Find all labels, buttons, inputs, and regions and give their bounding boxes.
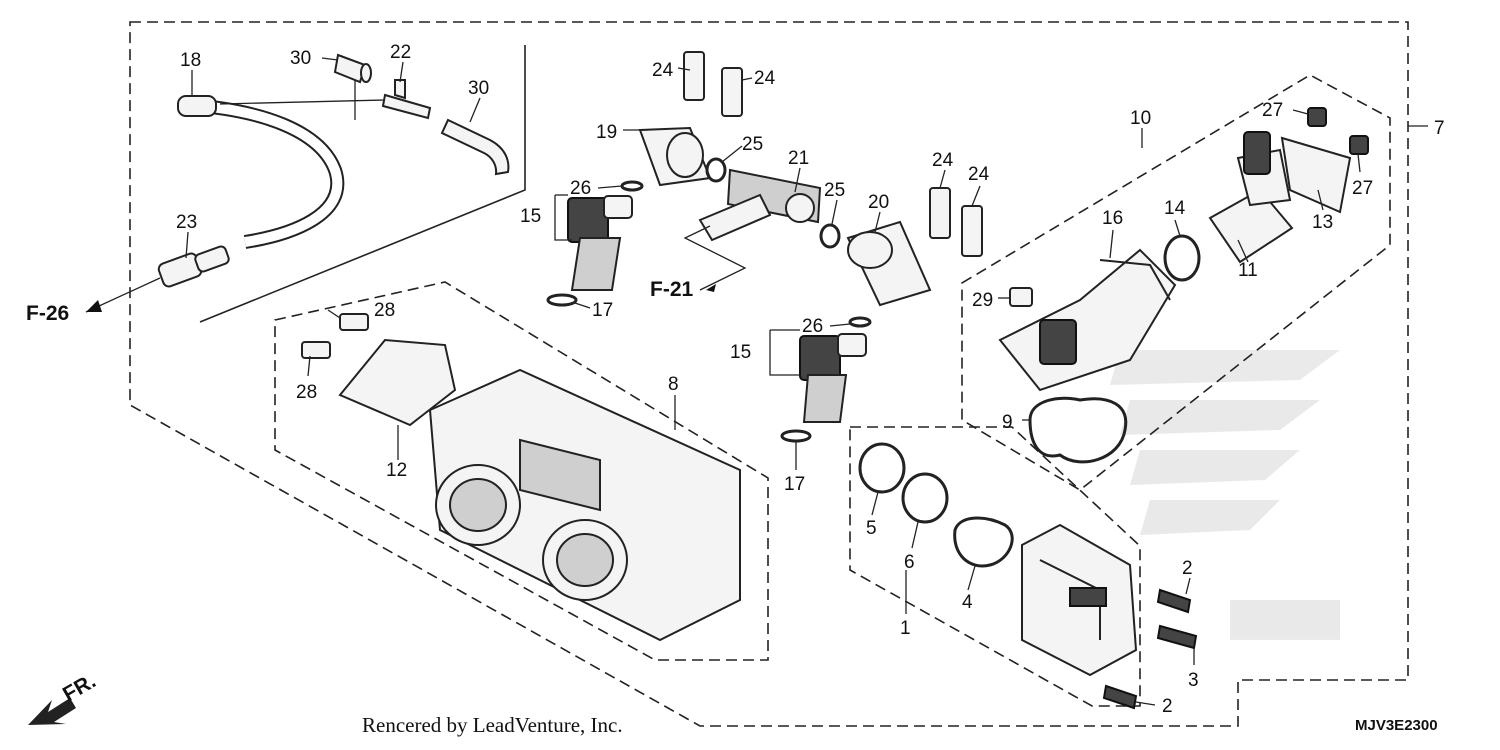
- callout-2-lower: 2: [1162, 696, 1173, 717]
- ref-f26-label: F-26: [26, 302, 69, 325]
- hose-30-upper: [333, 53, 372, 84]
- breather-hose-18: [177, 95, 345, 249]
- front-direction-arrow-icon: FR.: [28, 669, 100, 725]
- callout-26-a: 26: [570, 178, 591, 199]
- gasket-9: [1028, 396, 1128, 464]
- three-way-joint-22: [381, 79, 432, 120]
- callout-26-b: 26: [802, 316, 823, 337]
- callout-17-b: 17: [784, 474, 805, 495]
- callout-7: 7: [1434, 118, 1445, 139]
- callout-24-c: 24: [932, 150, 954, 171]
- callout-numbers: 18 30 22 30 23 24 24 19 25 21 25 20 26 1…: [176, 42, 1445, 717]
- throttle-body-8: [428, 368, 741, 642]
- callout-12: 12: [386, 460, 407, 481]
- bolts-28: [301, 313, 369, 359]
- callout-5: 5: [866, 518, 877, 539]
- callout-24-b: 24: [754, 68, 776, 89]
- control-unit-group-boundary: [849, 426, 1141, 707]
- breather-group-line: [199, 45, 526, 323]
- callout-8: 8: [668, 374, 679, 395]
- callout-30-right: 30: [468, 78, 489, 99]
- callout-25-a: 25: [742, 134, 763, 155]
- injector-15-lower: [799, 333, 867, 423]
- callout-10: 10: [1130, 108, 1151, 129]
- o-rings-25: [705, 157, 841, 249]
- callout-21: 21: [788, 148, 809, 169]
- callout-28-b: 28: [296, 382, 317, 403]
- hose-joint-23: [157, 245, 230, 288]
- diagram-code: MJV3E2300: [1355, 717, 1438, 734]
- seals-26-17: [546, 180, 872, 443]
- callout-27-b: 27: [1352, 178, 1373, 199]
- o-ring-14: [1163, 234, 1201, 282]
- callout-28-a: 28: [374, 300, 395, 321]
- callout-30-upper: 30: [290, 48, 311, 69]
- callout-6: 6: [904, 552, 915, 573]
- ref-f21-label: F-21: [650, 278, 694, 301]
- callout-20: 20: [868, 192, 889, 213]
- callout-15-b: 15: [730, 342, 751, 363]
- seals-4-5-6: [858, 442, 1014, 568]
- callout-23: 23: [176, 212, 197, 233]
- callout-3: 3: [1188, 670, 1199, 691]
- control-unit-1: [1021, 523, 1138, 677]
- callout-29: 29: [972, 290, 993, 311]
- callout-15-a: 15: [520, 206, 541, 227]
- hose-30-right: [440, 118, 510, 176]
- callout-24-a: 24: [652, 60, 674, 81]
- credit-text: Rencered by LeadVenture, Inc.: [362, 713, 623, 737]
- leader-lines: [185, 57, 1428, 706]
- callout-13: 13: [1312, 212, 1333, 233]
- joint-19: [638, 126, 712, 187]
- callout-18: 18: [180, 50, 201, 71]
- callout-19: 19: [596, 122, 617, 143]
- plate-13: [1280, 136, 1352, 214]
- callout-1: 1: [900, 618, 911, 639]
- joint-20: [846, 220, 932, 307]
- outer-assembly-boundary: [129, 21, 1409, 727]
- callout-11: 11: [1238, 260, 1258, 281]
- screws-27-29: [1009, 107, 1369, 307]
- sensor-11: [1208, 131, 1294, 264]
- reference-f26: F-26: [26, 277, 161, 325]
- callout-16: 16: [1102, 208, 1123, 229]
- honda-wing-watermark: [1110, 350, 1340, 640]
- callout-27-a: 27: [1262, 100, 1283, 121]
- screws-2-3: [1102, 588, 1198, 710]
- callout-22: 22: [390, 42, 411, 63]
- callout-4: 4: [962, 592, 973, 613]
- callout-25-b: 25: [824, 180, 845, 201]
- reference-f21: F-21: [650, 278, 716, 301]
- injector-15-upper: [567, 195, 633, 291]
- front-label: FR.: [59, 669, 100, 706]
- sensor-housing-16: [998, 248, 1177, 392]
- bracket-12: [338, 338, 457, 427]
- throttle-body-group-boundary: [274, 281, 769, 661]
- callout-17-a: 17: [592, 300, 613, 321]
- callout-9: 9: [1002, 412, 1013, 433]
- callout-2-upper: 2: [1182, 558, 1193, 579]
- callout-24-d: 24: [968, 164, 990, 185]
- callout-14: 14: [1164, 198, 1186, 219]
- fuel-pipe-21: [698, 168, 822, 242]
